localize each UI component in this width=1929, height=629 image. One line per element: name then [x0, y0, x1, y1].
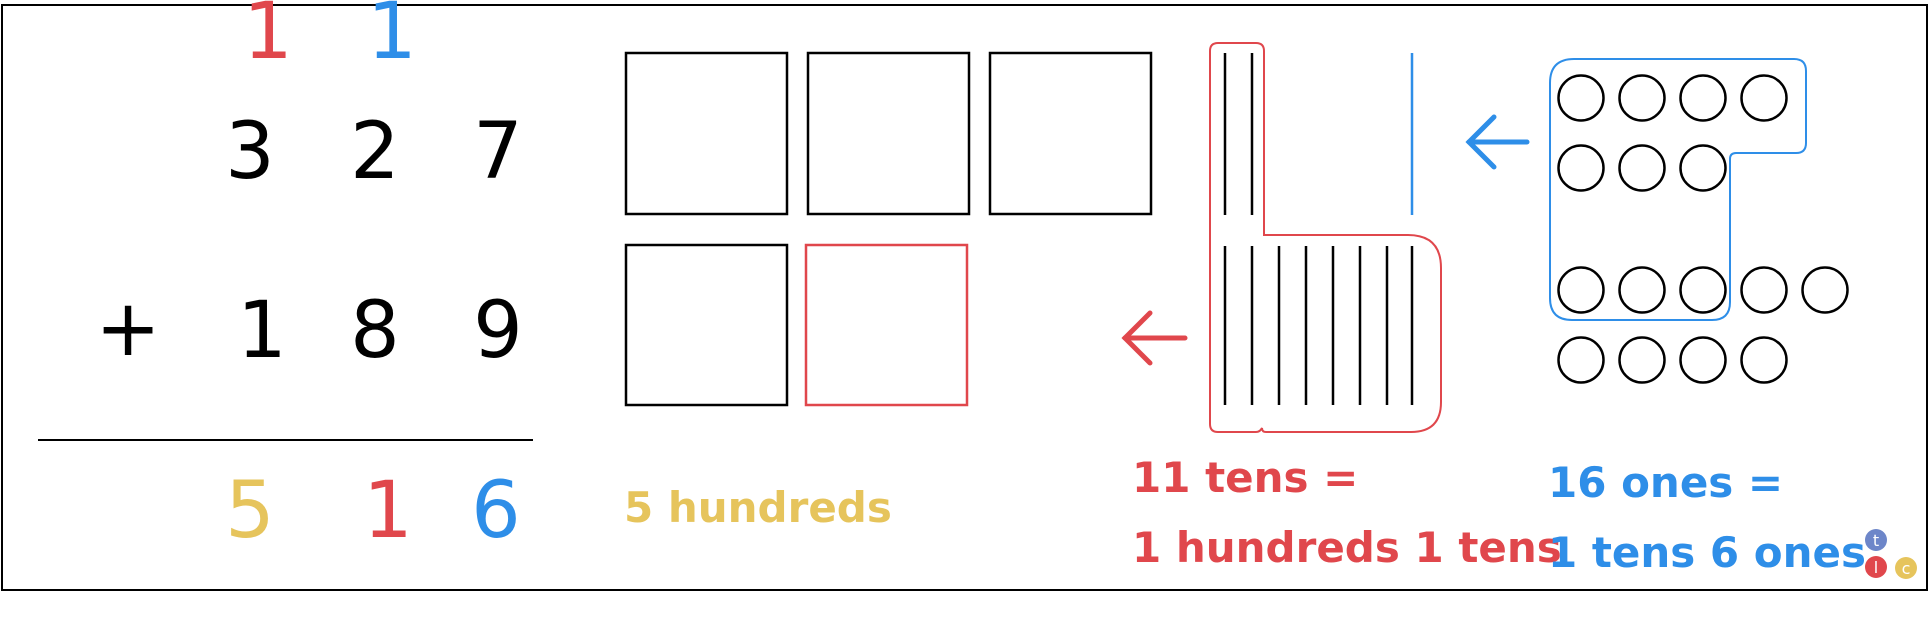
- one-cube: [1740, 74, 1788, 122]
- hundreds-flats: [624, 51, 1153, 407]
- one-cube: [1679, 336, 1727, 384]
- one-cube: [1740, 266, 1788, 314]
- one-cube: [1618, 74, 1666, 122]
- hundred-flat: [624, 243, 789, 407]
- bottom-hundreds-digit: 1: [237, 286, 287, 376]
- one-cube: [1557, 74, 1605, 122]
- tens-label-line2: 1 hundreds 1 tens: [1132, 523, 1562, 572]
- column-addition: 1 1 3 2 7 + 1 8 9 5 1 6: [38, 0, 533, 556]
- result-hundreds-digit: 5: [225, 466, 275, 556]
- one-cube: [1679, 74, 1727, 122]
- arrow-left-icon: [1121, 310, 1188, 366]
- tlc-logo: t l c: [1865, 529, 1917, 579]
- one-cube: [1618, 144, 1666, 192]
- hundred-flat: [624, 51, 789, 216]
- one-cube: [1557, 144, 1605, 192]
- plus-operator: +: [95, 284, 160, 374]
- one-cube: [1618, 336, 1666, 384]
- bottom-ones-digit: 9: [473, 286, 523, 376]
- regrouped-hundred-flat: [804, 243, 969, 407]
- carry-hundreds-digit: 1: [243, 0, 293, 77]
- one-cube: [1679, 266, 1727, 314]
- arrow-left-icon: [1465, 114, 1530, 170]
- tens-regroup-outline: [1209, 42, 1442, 433]
- logo-c-dot: [1895, 557, 1917, 579]
- ones-cubes: [1549, 58, 1849, 384]
- ones-label-line1: 16 ones =: [1548, 458, 1783, 507]
- one-cube: [1801, 266, 1849, 314]
- result-ones-digit: 6: [471, 466, 521, 556]
- one-cube: [1557, 266, 1605, 314]
- bottom-tens-digit: 8: [350, 286, 400, 376]
- one-cube: [1740, 336, 1788, 384]
- hundred-flat: [806, 51, 971, 216]
- result-tens-digit: 1: [363, 466, 413, 556]
- one-cube: [1618, 266, 1666, 314]
- frame: [1, 4, 1928, 591]
- carry-tens-digit: 1: [367, 0, 417, 77]
- logo-l-dot: [1865, 556, 1887, 578]
- svg-text:t: t: [1873, 531, 1879, 550]
- tens-label-line1: 11 tens =: [1132, 453, 1358, 502]
- one-cube: [1679, 144, 1727, 192]
- ones-label-line2: 1 tens 6 ones: [1548, 528, 1866, 577]
- svg-text:c: c: [1902, 559, 1911, 578]
- logo-t-dot: [1865, 529, 1887, 551]
- top-ones-digit: 7: [473, 107, 523, 197]
- ones-regroup-outline: [1549, 58, 1807, 321]
- one-cube: [1557, 336, 1605, 384]
- tens-rods: [1209, 42, 1442, 433]
- top-hundreds-digit: 3: [225, 107, 275, 197]
- hundreds-total-label: 5 hundreds: [624, 483, 892, 532]
- top-tens-digit: 2: [350, 107, 400, 197]
- hundred-flat: [988, 51, 1153, 216]
- svg-text:l: l: [1874, 558, 1878, 577]
